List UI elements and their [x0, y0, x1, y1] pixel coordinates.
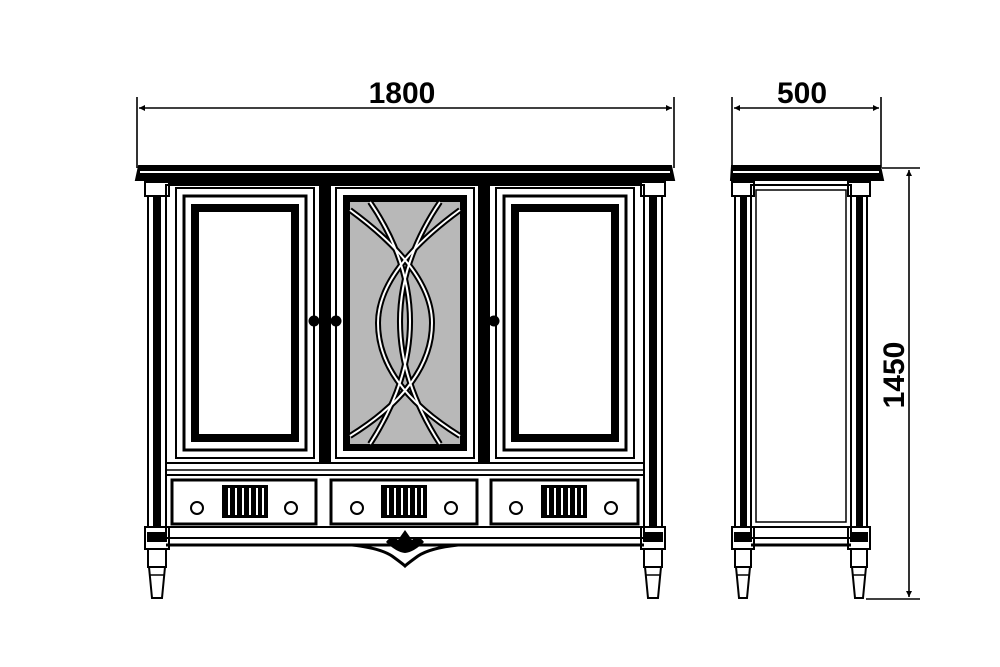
- drawer-knob: [444, 501, 458, 515]
- side-top-slab: [729, 165, 885, 181]
- drawer-knob: [350, 501, 364, 515]
- drawer-knob: [604, 501, 618, 515]
- right-door: [495, 187, 635, 459]
- drawer-knob: [284, 501, 298, 515]
- front-leg-right: [643, 548, 663, 599]
- door-knob-center: [330, 315, 342, 327]
- glass-ornament-highlight: [349, 201, 461, 445]
- drawer-rail: [165, 462, 645, 476]
- depth-dimension: [731, 97, 882, 168]
- depth-label: 500: [777, 77, 827, 110]
- door-divider-left: [319, 185, 331, 463]
- height-dimension: [866, 167, 920, 600]
- center-door: [335, 187, 475, 459]
- width-dimension: [136, 97, 675, 168]
- drawer-right: [489, 478, 640, 526]
- width-label: 1800: [369, 77, 436, 110]
- door-knob-right: [488, 315, 500, 327]
- side-view: [729, 165, 885, 599]
- center-door-glass: [350, 202, 460, 444]
- side-bottom-rail: [750, 526, 852, 547]
- height-label: 1450: [878, 342, 911, 409]
- drawer-knob: [509, 501, 523, 515]
- side-leg-front: [734, 548, 752, 599]
- left-door: [175, 187, 315, 459]
- door-divider-right: [478, 185, 490, 463]
- drawer-left: [170, 478, 318, 526]
- door-knob-left: [308, 315, 320, 327]
- side-leg-back: [850, 548, 868, 599]
- drawer-knob: [190, 501, 204, 515]
- front-top-slab: [134, 165, 676, 185]
- side-panel: [750, 184, 852, 528]
- apron-ornament: [351, 530, 459, 569]
- front-view: [134, 165, 676, 599]
- drawer-center: [329, 478, 479, 526]
- front-leg-left: [147, 548, 167, 599]
